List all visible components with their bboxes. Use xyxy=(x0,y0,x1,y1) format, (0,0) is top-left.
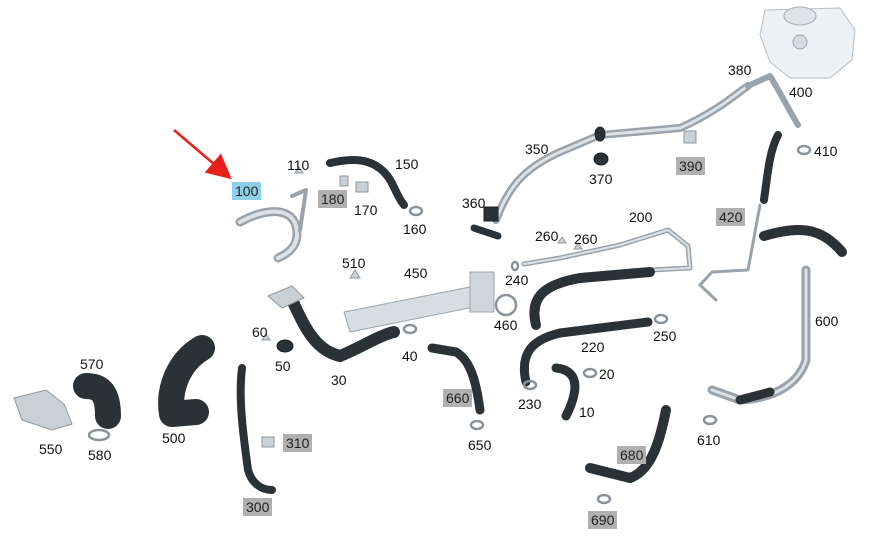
label-150[interactable]: 150 xyxy=(395,156,419,172)
label-40[interactable]: 40 xyxy=(402,348,418,364)
part-390-clip xyxy=(683,130,697,144)
part-650-clamp xyxy=(469,419,485,431)
part-150-hose xyxy=(326,155,408,209)
label-10[interactable]: 10 xyxy=(579,404,595,420)
part-420-pipe xyxy=(698,203,762,302)
part-260-bolt-b xyxy=(573,242,583,250)
part-260-bolt-a xyxy=(557,236,567,244)
label-170[interactable]: 170 xyxy=(354,202,378,218)
label-20[interactable]: 20 xyxy=(599,366,615,382)
label-360[interactable]: 360 xyxy=(462,195,486,211)
part-200-pipe xyxy=(521,227,693,273)
label-230[interactable]: 230 xyxy=(518,396,542,412)
part-110-bolt xyxy=(294,166,304,174)
label-240[interactable]: 240 xyxy=(505,272,529,288)
label-160[interactable]: 160 xyxy=(403,221,427,237)
pointer-arrow xyxy=(173,129,232,180)
part-690-clamp xyxy=(596,493,612,505)
label-260-b[interactable]: 260 xyxy=(574,231,598,247)
label-460[interactable]: 460 xyxy=(494,317,518,333)
label-200[interactable]: 200 xyxy=(629,209,653,225)
part-310-clip xyxy=(261,436,275,448)
part-660-hose xyxy=(427,343,485,415)
label-410[interactable]: 410 xyxy=(814,143,838,159)
part-30-fitting xyxy=(267,285,305,309)
part-50-seal xyxy=(276,339,294,353)
part-180-fitting xyxy=(339,175,349,187)
label-180[interactable]: 180 xyxy=(318,190,348,208)
label-260-a[interactable]: 260 xyxy=(535,228,559,244)
label-380[interactable]: 380 xyxy=(728,62,752,78)
part-60-bolt xyxy=(261,333,271,341)
label-50[interactable]: 50 xyxy=(275,358,291,374)
part-680-hose xyxy=(585,405,671,483)
part-40-clamp xyxy=(402,323,418,335)
part-300-hose xyxy=(236,364,276,494)
part-600-hose xyxy=(707,224,847,405)
part-510-bolt xyxy=(349,269,361,279)
label-420[interactable]: 420 xyxy=(716,208,746,226)
label-450[interactable]: 450 xyxy=(404,265,428,281)
part-170-clip xyxy=(355,181,369,193)
label-580[interactable]: 580 xyxy=(88,447,112,463)
label-220[interactable]: 220 xyxy=(581,339,605,355)
label-500[interactable]: 500 xyxy=(162,430,186,446)
part-10-hose xyxy=(551,363,580,421)
part-580-clamp xyxy=(87,428,111,442)
part-350-ring xyxy=(594,126,606,142)
part-360-mount xyxy=(483,206,499,222)
part-30-hose xyxy=(286,294,400,362)
label-690[interactable]: 690 xyxy=(588,511,618,529)
part-500-hose xyxy=(158,335,215,427)
label-350[interactable]: 350 xyxy=(525,141,549,157)
label-550[interactable]: 550 xyxy=(39,441,63,457)
part-160-clamp xyxy=(408,205,424,217)
part-250-clamp xyxy=(653,313,669,325)
part-230-clamp xyxy=(522,379,538,391)
label-680[interactable]: 680 xyxy=(617,446,647,464)
label-600[interactable]: 600 xyxy=(815,313,839,329)
label-100[interactable]: 100 xyxy=(232,182,262,200)
label-110[interactable]: 110 xyxy=(287,157,310,173)
part-220-lower-hose xyxy=(519,317,653,387)
label-570[interactable]: 570 xyxy=(80,356,104,372)
part-220-upper-hose xyxy=(529,267,655,330)
label-310[interactable]: 310 xyxy=(283,434,313,452)
part-450-cooler xyxy=(343,271,495,333)
part-370-grommet xyxy=(593,152,609,166)
label-30[interactable]: 30 xyxy=(331,372,347,388)
label-510[interactable]: 510 xyxy=(342,255,366,271)
label-400[interactable]: 400 xyxy=(789,84,813,100)
part-240-seal xyxy=(510,260,520,272)
part-460-gasket xyxy=(494,293,518,317)
part-420-hose xyxy=(760,131,782,204)
label-300[interactable]: 300 xyxy=(243,498,273,516)
label-60[interactable]: 60 xyxy=(252,324,268,340)
label-370[interactable]: 370 xyxy=(589,171,613,187)
part-550-housing xyxy=(13,389,73,431)
part-360-hose xyxy=(470,224,502,240)
part-570-elbow xyxy=(73,373,121,429)
label-390[interactable]: 390 xyxy=(676,157,706,175)
label-250[interactable]: 250 xyxy=(653,328,677,344)
part-100-pipe xyxy=(235,188,308,263)
part-610-clamp xyxy=(702,414,718,426)
label-650[interactable]: 650 xyxy=(468,437,492,453)
expansion-tank xyxy=(759,6,856,79)
part-410-clamp xyxy=(796,144,812,156)
part-20-clamp xyxy=(582,367,598,379)
part-400-pipe xyxy=(745,73,801,128)
label-660[interactable]: 660 xyxy=(443,389,473,407)
label-610[interactable]: 610 xyxy=(697,432,721,448)
part-350-pipe xyxy=(492,82,752,224)
